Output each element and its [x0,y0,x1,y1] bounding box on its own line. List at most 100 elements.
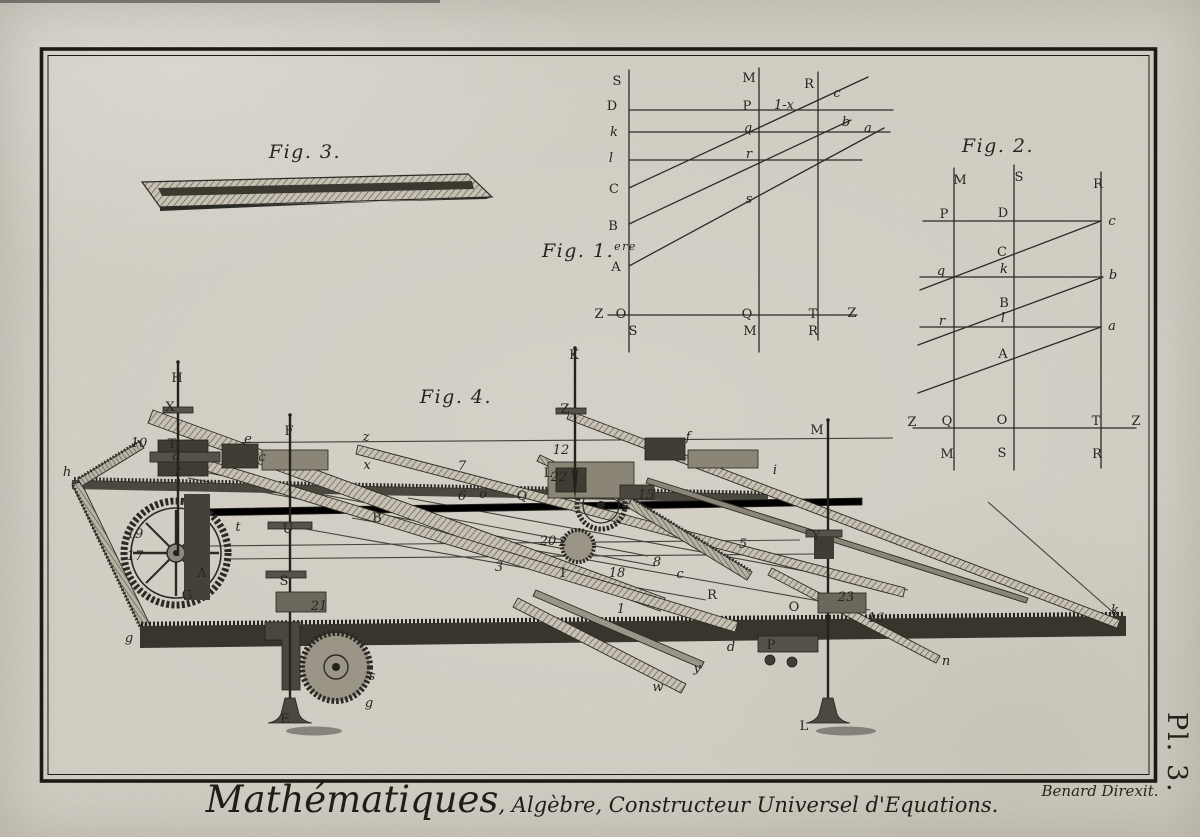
part-label-S: S [998,446,1007,461]
part-label-g: g [365,696,373,711]
fig3-ruler: Fig. 3. [140,141,494,211]
screw-rods [162,346,876,736]
part-label-I: I [560,566,565,581]
central-carriage-slot [555,467,587,493]
part-label-D: D [998,206,1008,221]
ruler-zx [355,444,906,598]
part-label-17: 17 [127,549,144,564]
part-label-q: q [744,121,752,136]
part-label-l: l [1001,311,1005,326]
carriage-blocks [149,437,819,691]
fig4-machine: Fig. 4. [63,346,1126,736]
fig4-title: Fig. 4. [419,386,492,408]
foot-E [267,697,313,724]
part-label-e: e [244,432,252,447]
part-label-Z: Z [847,306,856,321]
part-label-k: k [1111,603,1119,618]
part-label-P: P [743,99,752,114]
slide-f [687,449,759,469]
part-label-x: x [363,458,371,473]
part-label-S: S [1015,170,1024,185]
ruler-w [512,597,687,694]
part-label-c: c [258,450,266,465]
part-label-G: G [182,588,192,603]
part-label-a: a [864,121,872,136]
ruler-n [767,567,941,664]
foot-shadow [286,726,342,736]
block-Y [814,537,834,559]
part-label-T: T [809,307,818,322]
part-label-o: o [479,487,487,502]
ruler-i [645,477,1029,604]
part-label-10: 10 [131,436,148,451]
part-label-12: 12 [553,443,570,458]
part-label-M: M [742,71,755,86]
block-f [644,437,686,461]
block-23 [817,592,867,614]
part-label-S: S [613,74,622,89]
part-label-H: H [171,371,182,386]
part-label-L: L [544,466,553,481]
part-label-M: M [810,423,823,438]
part-label-a: a [1108,319,1116,334]
fig3-title: Fig. 3. [268,141,341,163]
part-label-d: d [727,640,735,655]
part-label-T: T [168,437,177,452]
bottom-left-gear [299,630,373,704]
part-label-18: 18 [609,566,626,581]
part-label-2: 2 [558,535,567,550]
part-label-h: h [63,465,71,480]
part-label-c: c [833,86,841,101]
rack-10-teeth [78,438,142,480]
small-pinion-gear [560,528,596,564]
part-label-M: M [743,324,756,339]
part-label-O: O [616,307,627,322]
part-label-3: 3 [495,560,503,575]
part-label-6: 6 [458,489,466,504]
part-label-l: l [609,151,613,166]
gear-support-plate [184,494,210,600]
part-label-B: B [608,219,618,234]
part-label-U: U [283,522,294,537]
part-label-1-x: 1-x [774,98,795,113]
part-label-R: R [1093,177,1104,192]
part-label-D: D [607,99,617,114]
part-label-w: w [652,680,663,695]
part-label-k: k [610,125,618,140]
fig1-lines [607,67,894,353]
part-label-s: s [369,669,376,684]
part-label-Q: Q [942,414,953,429]
fig1-title: Fig. 1.ere [541,240,637,262]
ruler-y [532,589,705,669]
part-label-P: P [767,638,776,653]
block-e [221,443,259,469]
plate-number: Pl. 3. [1161,712,1192,794]
knob [764,654,776,666]
part-label-K: K [569,348,579,363]
part-label-b: b [842,115,850,130]
part-label-c: c [1108,214,1116,229]
part-label-y: y [692,661,701,676]
part-label-b: b [1109,268,1117,283]
part-label-c: c [676,567,684,582]
part-label-22: 22 [550,470,568,485]
rod-F [265,413,342,736]
part-label-F: F [284,424,293,439]
part-label-Z: Z [560,402,569,417]
part-label-21: 21 [310,599,328,614]
collar-X [162,406,194,414]
part-label-t: t [235,520,241,535]
part-label-S: S [280,574,289,589]
part-label-k: k [1000,262,1008,277]
part-label-z: z [362,430,370,445]
part-label-R: R [1092,447,1103,462]
bracket-P [757,635,819,653]
part-label-M: M [940,447,953,462]
